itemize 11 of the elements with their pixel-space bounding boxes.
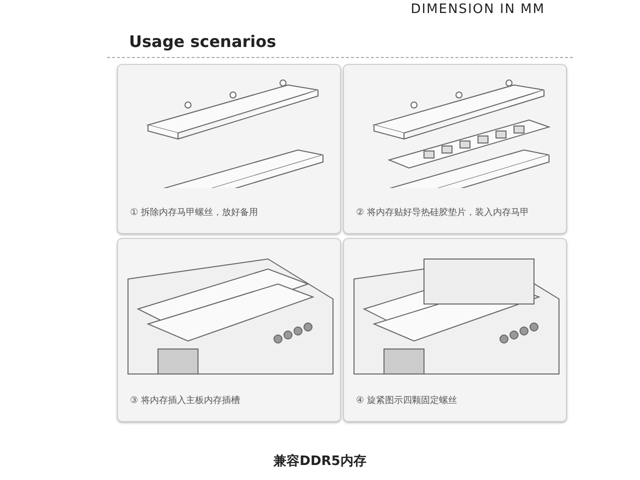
step-caption: ③ 将内存插入主板内存插槽 [130,394,240,407]
step-caption: ④ 旋紧图示四颗固定螺丝 [356,394,457,407]
step-caption: ② 将内存贴好导热硅胶垫片，装入内存马甲 [356,206,529,219]
instruction-card [343,238,567,422]
caption-text: 兼容DDR5内存 [272,452,368,470]
step-caption: ① 拆除内存马甲螺丝，放好备用 [130,206,258,219]
instruction-card [117,64,341,234]
instruction-card [343,64,567,234]
instruction-card [117,238,341,422]
header-text: DIMENSION IN MM [410,2,545,17]
section-title: Usage scenarios [129,32,276,51]
